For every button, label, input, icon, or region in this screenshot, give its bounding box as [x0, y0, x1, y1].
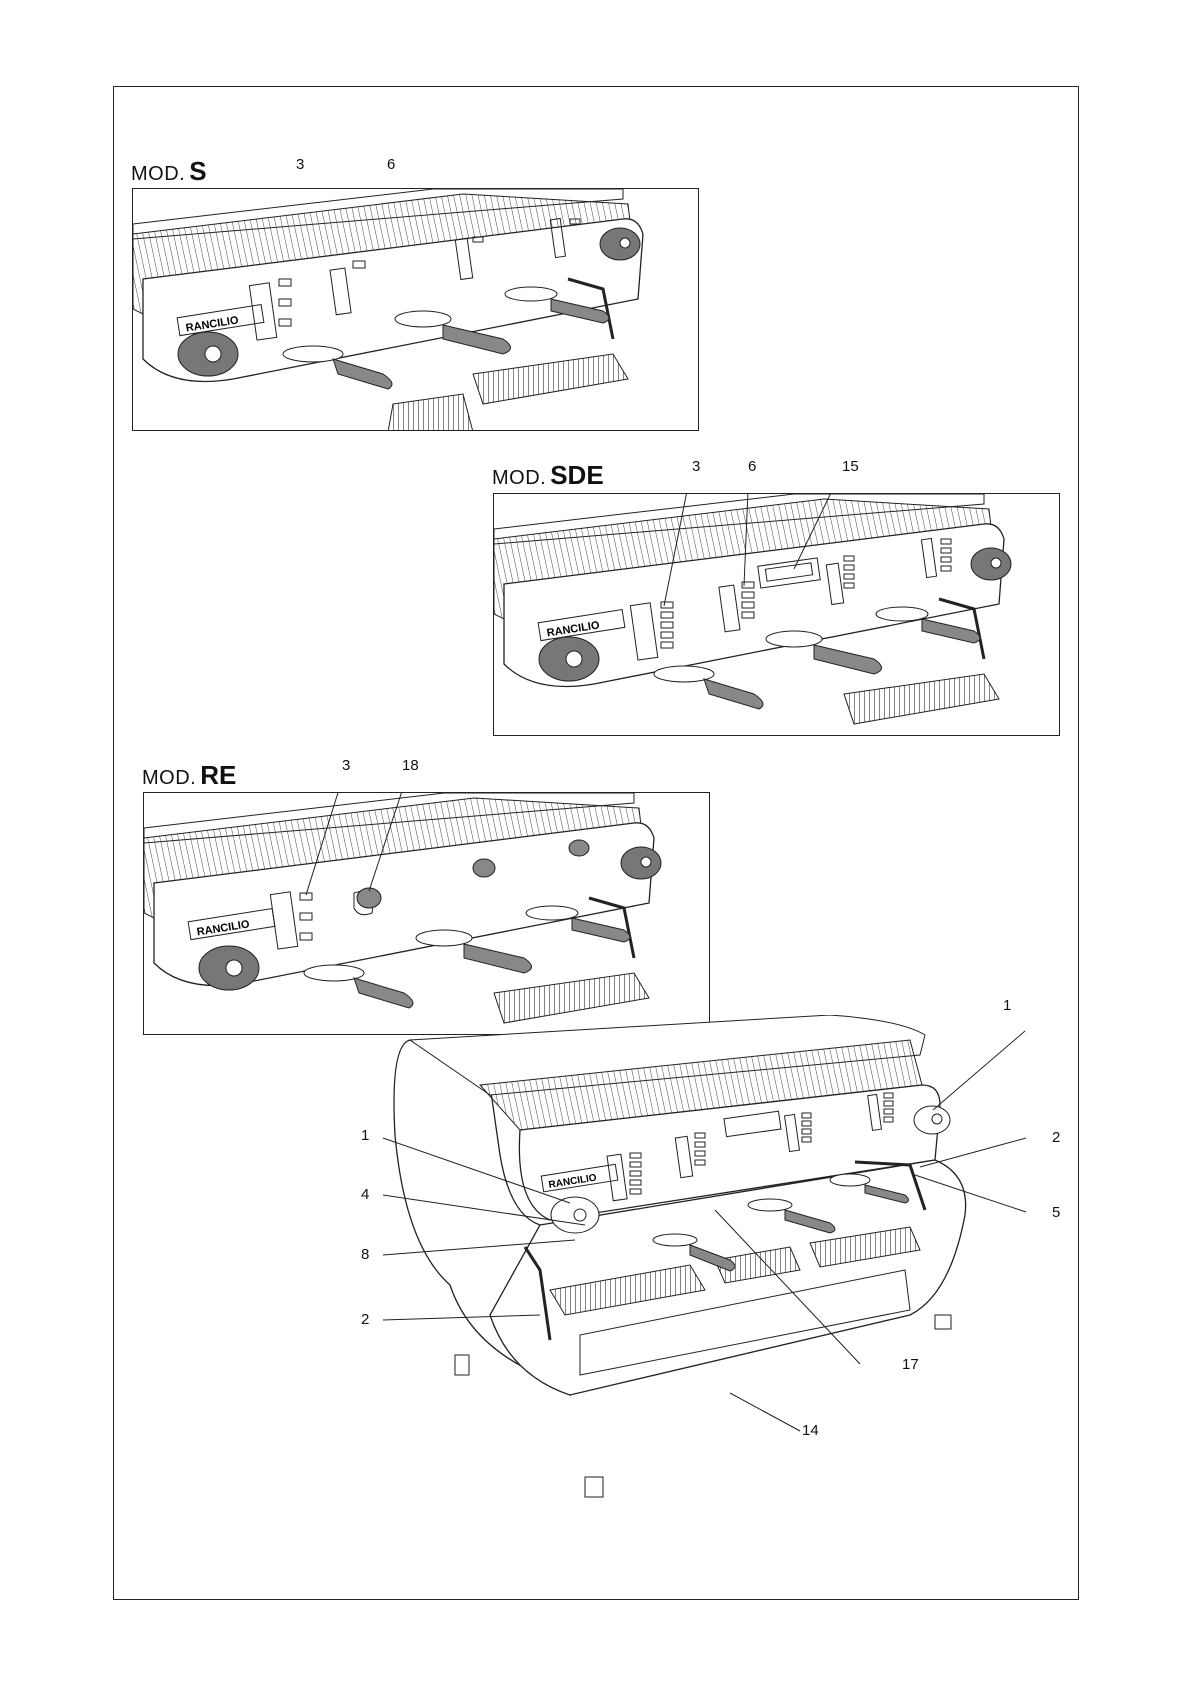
main-machine-illustration: RANCILIO [350, 1015, 1070, 1505]
callout-4: 4 [361, 1187, 369, 1202]
mod-re-title: MOD.RE [142, 762, 236, 788]
portafilter-icon [654, 666, 763, 709]
callout-14: 14 [802, 1423, 819, 1438]
lever-icon [473, 859, 495, 877]
callout-17: 17 [902, 1357, 919, 1372]
mod-sde-illustration: RANCILIO [493, 493, 1060, 736]
portafilter-icon [304, 965, 413, 1008]
callout-3: 3 [296, 157, 304, 172]
steam-knob-icon [971, 548, 1011, 580]
mod-prefix: MOD. [492, 467, 546, 489]
callout-6: 6 [748, 459, 756, 474]
callout-2: 2 [361, 1312, 369, 1327]
steam-knob-icon [551, 1197, 599, 1233]
mod-s-illustration: RANCILIO [132, 188, 699, 431]
mod-name: SDE [550, 460, 603, 490]
callout-6: 6 [387, 157, 395, 172]
lever-icon [569, 840, 589, 856]
portafilter-icon [283, 346, 392, 389]
callout-8: 8 [361, 1247, 369, 1262]
mod-re-illustration: RANCILIO [143, 792, 710, 1035]
steam-knob-icon [914, 1106, 950, 1134]
mod-s-title: MOD.S [131, 158, 207, 184]
callout-2: 2 [1052, 1130, 1060, 1145]
steam-knob-icon [178, 332, 238, 376]
callout-1: 1 [361, 1128, 369, 1143]
steam-knob-icon [199, 946, 259, 990]
steam-knob-icon [621, 847, 661, 879]
mod-name: S [189, 156, 206, 186]
callout-3: 3 [692, 459, 700, 474]
callout-15: 15 [842, 459, 859, 474]
mod-prefix: MOD. [142, 767, 196, 789]
callout-1: 1 [1003, 998, 1011, 1013]
mod-name: RE [200, 760, 236, 790]
steam-knob-icon [539, 637, 599, 681]
callout-5: 5 [1052, 1205, 1060, 1220]
mod-sde-title: MOD.SDE [492, 462, 604, 488]
mod-prefix: MOD. [131, 163, 185, 185]
callout-18: 18 [402, 758, 419, 773]
callout-3: 3 [342, 758, 350, 773]
steam-knob-icon [600, 228, 640, 260]
